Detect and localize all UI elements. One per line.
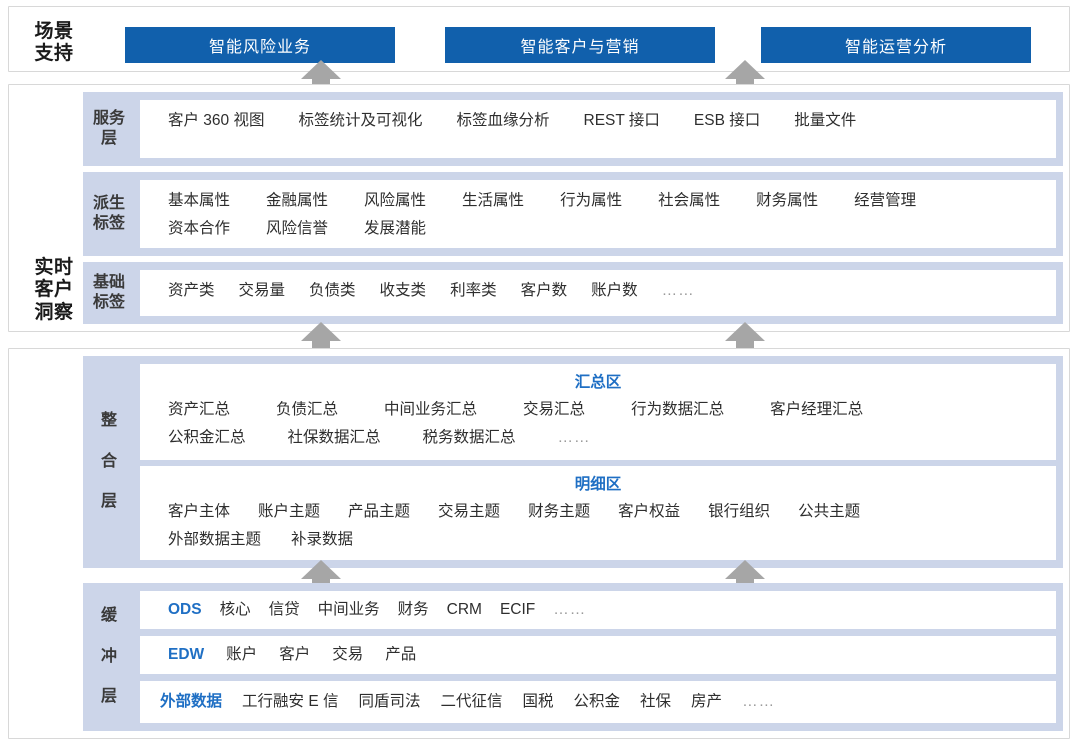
basic-tags-caption: 基础 标签 bbox=[92, 274, 125, 311]
chip-item[interactable]: 同盾司法 bbox=[358, 693, 421, 710]
chip-item[interactable]: 补录数据 bbox=[291, 531, 354, 548]
detail-area-title: 明细区 bbox=[574, 476, 622, 493]
derived-tags-band: 派生 标签 基本属性 金融属性 风险属性 生活属性 行为属性 社会属性 财务属性… bbox=[83, 172, 1063, 256]
summary-area-title: 汇总区 bbox=[574, 374, 622, 391]
scene-support-panel: 场景 支持 智能风险业务 智能客户与营销 智能运营分析 bbox=[8, 6, 1070, 72]
chip-item[interactable]: 客户数 bbox=[520, 282, 568, 299]
buffer-row-external: 外部数据 工行融安 E 信 同盾司法 二代征信 国税 公积金 社保 房产 …… bbox=[140, 681, 1056, 723]
scene-button-customer-marketing[interactable]: 智能客户与营销 bbox=[445, 27, 715, 63]
chip-item[interactable]: 公积金汇总 bbox=[168, 429, 246, 446]
chip-item[interactable]: 行为属性 bbox=[560, 192, 623, 209]
scene-button-operations-analysis[interactable]: 智能运营分析 bbox=[761, 27, 1031, 63]
chip-ellipsis: …… bbox=[742, 693, 776, 710]
arrow-up-icon bbox=[299, 60, 343, 90]
chip-item[interactable]: 中间业务 bbox=[317, 601, 380, 618]
buffer-layer-caption: 缓 冲 层 bbox=[100, 606, 117, 706]
scene-support-group-label: 场景 支持 bbox=[34, 21, 74, 65]
arrow-up-icon bbox=[723, 322, 767, 352]
chip-item[interactable]: 账户数 bbox=[591, 282, 638, 299]
chip-item[interactable]: 客户 bbox=[279, 646, 311, 663]
service-layer-band: 服务 层 客户 360 视图 标签统计及可视化 标签血缘分析 REST 接口 E… bbox=[83, 92, 1063, 166]
chip-ellipsis: …… bbox=[661, 282, 695, 299]
summary-area-row: 汇总区 资产汇总 负债汇总 中间业务汇总 交易汇总 行为数据汇总 客户经理汇总 … bbox=[140, 364, 1056, 460]
chip-item[interactable]: 房产 bbox=[691, 693, 723, 710]
chip-accent-edw[interactable]: EDW bbox=[168, 646, 205, 663]
chip-item[interactable]: 基本属性 bbox=[168, 192, 231, 209]
chip-item[interactable]: 生活属性 bbox=[462, 192, 525, 209]
scene-button-risk[interactable]: 智能风险业务 bbox=[125, 27, 395, 63]
chip-item[interactable]: 二代征信 bbox=[440, 693, 503, 710]
chip-item[interactable]: 客户 360 视图 bbox=[168, 112, 265, 129]
chip-item[interactable]: 客户经理汇总 bbox=[770, 401, 864, 418]
service-layer-row: 客户 360 视图 标签统计及可视化 标签血缘分析 REST 接口 ESB 接口… bbox=[140, 100, 1056, 158]
chip-item[interactable]: 风险属性 bbox=[364, 192, 427, 209]
integration-layer-band: 整 合 层 汇总区 资产汇总 负债汇总 中间业务汇总 交易汇总 行为数据汇总 客… bbox=[83, 356, 1063, 568]
chip-item[interactable]: 风险信誉 bbox=[266, 220, 329, 237]
chip-item[interactable]: 交易主题 bbox=[438, 503, 501, 520]
chip-item[interactable]: 公共主题 bbox=[798, 503, 861, 520]
chip-item[interactable]: 收支类 bbox=[379, 282, 427, 299]
chip-item[interactable]: 产品 bbox=[385, 646, 417, 663]
chip-item[interactable]: 发展潜能 bbox=[364, 220, 427, 237]
chip-item[interactable]: 客户权益 bbox=[618, 503, 681, 520]
chip-item[interactable]: ESB 接口 bbox=[693, 112, 761, 129]
chip-item[interactable]: 银行组织 bbox=[708, 503, 771, 520]
chip-item[interactable]: 社保数据汇总 bbox=[287, 429, 381, 446]
chip-item[interactable]: 中间业务汇总 bbox=[384, 401, 478, 418]
chip-accent-external-data[interactable]: 外部数据 bbox=[160, 693, 223, 710]
chip-item[interactable]: 负债汇总 bbox=[276, 401, 339, 418]
chip-item[interactable]: 财务主题 bbox=[528, 503, 591, 520]
arrow-up-icon bbox=[299, 322, 343, 352]
chip-item[interactable]: 税务数据汇总 bbox=[422, 429, 516, 446]
chip-item[interactable]: 公积金 bbox=[573, 693, 621, 710]
chip-item[interactable]: 标签统计及可视化 bbox=[298, 112, 423, 129]
arrow-up-icon bbox=[723, 560, 767, 590]
chip-item[interactable]: ECIF bbox=[499, 601, 536, 618]
chip-item[interactable]: 财务 bbox=[397, 601, 429, 618]
chip-item[interactable]: 资本合作 bbox=[168, 220, 231, 237]
integration-layer-caption: 整 合 层 bbox=[100, 411, 117, 511]
arrow-up-icon bbox=[723, 60, 767, 90]
buffer-row-ods: ODS 核心 信贷 中间业务 财务 CRM ECIF …… bbox=[140, 591, 1056, 629]
chip-item[interactable]: 外部数据主题 bbox=[168, 531, 262, 548]
chip-item[interactable]: 账户 bbox=[226, 646, 258, 663]
chip-item[interactable]: 交易 bbox=[332, 646, 364, 663]
chip-item[interactable]: 交易汇总 bbox=[523, 401, 586, 418]
basic-tags-band: 基础 标签 资产类 交易量 负债类 收支类 利率类 客户数 账户数 …… bbox=[83, 262, 1063, 324]
chip-item[interactable]: 利率类 bbox=[450, 282, 497, 299]
derived-tags-row: 基本属性 金融属性 风险属性 生活属性 行为属性 社会属性 财务属性 经营管理 … bbox=[140, 180, 1056, 248]
chip-ellipsis: …… bbox=[557, 429, 591, 446]
chip-item[interactable]: 标签血缘分析 bbox=[456, 112, 550, 129]
chip-item[interactable]: 工行融安 E 信 bbox=[242, 693, 339, 710]
chip-accent-ods[interactable]: ODS bbox=[168, 601, 202, 618]
service-layer-caption: 服务 层 bbox=[92, 110, 125, 147]
derived-tags-caption: 派生 标签 bbox=[92, 195, 125, 232]
chip-item[interactable]: 产品主题 bbox=[348, 503, 411, 520]
chip-item[interactable]: 批量文件 bbox=[794, 112, 857, 129]
buffer-row-edw: EDW 账户 客户 交易 产品 bbox=[140, 636, 1056, 674]
chip-item[interactable]: 金融属性 bbox=[266, 192, 329, 209]
chip-item[interactable]: 行为数据汇总 bbox=[631, 401, 725, 418]
arrow-up-icon bbox=[299, 560, 343, 590]
chip-item[interactable]: 社会属性 bbox=[658, 192, 721, 209]
chip-item[interactable]: 经营管理 bbox=[854, 192, 917, 209]
chip-item[interactable]: 资产类 bbox=[168, 282, 215, 299]
chip-item[interactable]: 负债类 bbox=[309, 282, 356, 299]
chip-item[interactable]: 账户主题 bbox=[258, 503, 321, 520]
chip-item[interactable]: CRM bbox=[446, 601, 482, 618]
basic-tags-row: 资产类 交易量 负债类 收支类 利率类 客户数 账户数 …… bbox=[140, 270, 1056, 316]
chip-item[interactable]: 交易量 bbox=[238, 282, 286, 299]
insight-group-label: 实时 客户 洞察 bbox=[34, 257, 74, 323]
chip-item[interactable]: 国税 bbox=[522, 693, 554, 710]
chip-item[interactable]: 客户主体 bbox=[168, 503, 231, 520]
chip-item[interactable]: 社保 bbox=[640, 693, 672, 710]
buffer-layer-band: 缓 冲 层 ODS 核心 信贷 中间业务 财务 CRM ECIF …… EDW bbox=[83, 583, 1063, 731]
chip-ellipsis: …… bbox=[553, 601, 587, 618]
detail-area-row: 明细区 客户主体 账户主题 产品主题 交易主题 财务主题 客户权益 银行组织 公… bbox=[140, 466, 1056, 560]
chip-item[interactable]: 资产汇总 bbox=[168, 401, 231, 418]
chip-item[interactable]: 财务属性 bbox=[756, 192, 819, 209]
chip-item[interactable]: 核心 bbox=[219, 601, 251, 618]
chip-item[interactable]: REST 接口 bbox=[583, 112, 660, 129]
chip-item[interactable]: 信贷 bbox=[268, 601, 300, 618]
